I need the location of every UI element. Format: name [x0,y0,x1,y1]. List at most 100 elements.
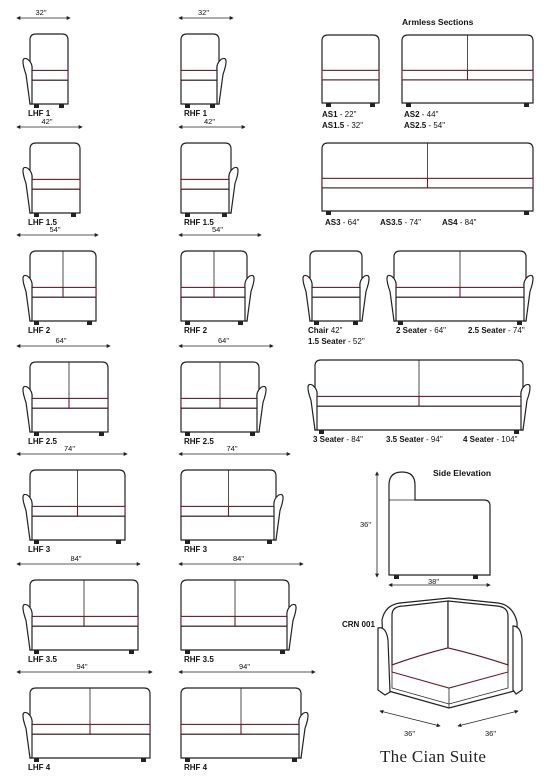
lhf-2-foot [87,321,92,325]
seater-3-arm [307,383,318,431]
as3-foot [524,211,529,215]
rhf-4-foot [185,540,190,544]
as1-back [321,34,380,104]
lhf-6-arm [22,711,33,759]
lhf-1-foot [34,213,39,217]
rhf-0-arm [216,57,227,105]
rhf-1-foot [222,213,227,217]
lhf-3-dim-text: 64" [56,336,67,345]
as2-foot [406,103,411,107]
lhf-1-dim-text: 42" [42,117,53,126]
lhf-0-seat-cushion [29,69,69,81]
lhf-5-arm [22,603,33,651]
seater-2-arm [386,274,397,322]
rhf-0-foot [210,104,215,108]
seater-4-label: 4 Seater - 104" [463,435,518,444]
seater-1-5-label: 1.5 Seater - 52" [308,337,365,346]
lhf-2-label: LHF 2 [28,326,51,335]
chair-label: Chair 42" [308,326,343,335]
seater-2-foot [517,321,522,325]
rhf-1-back [180,142,232,214]
rhf-0-seat-cushion [180,69,220,81]
rhf-2-arm [244,274,255,322]
corner-code: CRN 001 [342,620,375,629]
rhf-1-arm [228,166,239,214]
as1-seat-cushion [321,69,380,81]
lhf-5-foot [129,650,134,654]
seater-2-label: 2 Seater - 64" [396,326,446,335]
lhf-0-dim-text: 32" [36,8,47,17]
lhf-4-arm [22,493,33,541]
lhf-6-label: LHF 4 [28,763,51,772]
lhf-3-label: LHF 2.5 [28,437,57,446]
chair-arm [302,274,313,322]
chair-seat-cushion [309,286,363,298]
rhf-0-label: RHF 1 [184,109,208,118]
rhf-5-arm [286,603,297,651]
seater-2-arm [523,274,534,322]
lhf-3-foot [99,432,104,436]
lhf-4-foot [116,540,121,544]
as3-5-label: AS3.5 - 74" [380,218,421,227]
corner-right-dim: 36" [485,729,496,738]
rhf-4-arm [273,493,284,541]
lhf-5-dim-text: 84" [71,554,82,563]
rhf-5-foot [185,650,190,654]
rhf-1-dim-text: 42" [204,117,215,126]
rhf-2-foot [185,321,190,325]
lhf-5-label: LHF 3.5 [28,655,57,664]
lhf-2-arm [22,274,33,322]
lhf-0-foot [59,104,64,108]
lhf-1-foot [71,213,76,217]
as3-foot [326,211,331,215]
lhf-6-foot [34,758,39,762]
side-elevation-heading: Side Elevation [433,468,491,478]
rhf-6-foot [292,758,297,762]
lhf-0-foot [34,104,39,108]
corner-unit-drawing [377,597,523,728]
rhf-2-foot [238,321,243,325]
seater-sofas [302,250,534,434]
as1-label: AS1 - 22" [322,110,357,119]
rhf-2-label: RHF 2 [184,326,208,335]
seater-3-label: 3 Seater - 84" [313,435,363,444]
as2-label: AS2 - 44" [404,110,439,119]
rhf-6-arm [298,711,309,759]
as2-5-label: AS2.5 - 54" [404,121,445,130]
rhf-3-foot [185,432,190,436]
suite-title: The Cian Suite [380,747,486,766]
chair-back [309,250,363,322]
rhf-2-dim-text: 54" [212,225,223,234]
rhf-4-label: RHF 3 [184,545,208,554]
rhf-5-dim-text: 84" [233,554,244,563]
lhf-6-dim-text: 94" [77,662,88,671]
rhf-3-foot [250,432,255,436]
rhf-6-label: RHF 4 [184,763,208,772]
chair-foot [353,321,358,325]
rhf-3-label: RHF 2.5 [184,437,214,446]
right-hand-facing-column: 32"RHF 142"RHF 1.554"RHF 264"RHF 2.574"R… [178,8,316,772]
as1-5-label: AS1.5 - 32" [322,121,363,130]
seater-3-arm [520,383,531,431]
rhf-4-foot [267,540,272,544]
lhf-4-foot [34,540,39,544]
rhf-4-dim-text: 74" [227,444,238,453]
lhf-3-foot [34,432,39,436]
rhf-5-label: RHF 3.5 [184,655,214,664]
rhf-6-foot [185,758,190,762]
corner-left-dim: 36" [404,729,415,738]
lhf-3-arm [22,385,33,433]
as1-foot [326,103,331,107]
lhf-5-foot [34,650,39,654]
lhf-0-label: LHF 1 [28,109,51,118]
rhf-1-foot [185,213,190,217]
rhf-1-seat-cushion [180,178,232,190]
as2-foot [524,103,529,107]
rhf-0-dim-text: 32" [198,8,209,17]
rhf-5-foot [280,650,285,654]
lhf-0-back [29,33,69,105]
lhf-4-label: LHF 3 [28,545,51,554]
armless-sections [321,34,534,215]
lhf-1-arm [22,166,33,214]
